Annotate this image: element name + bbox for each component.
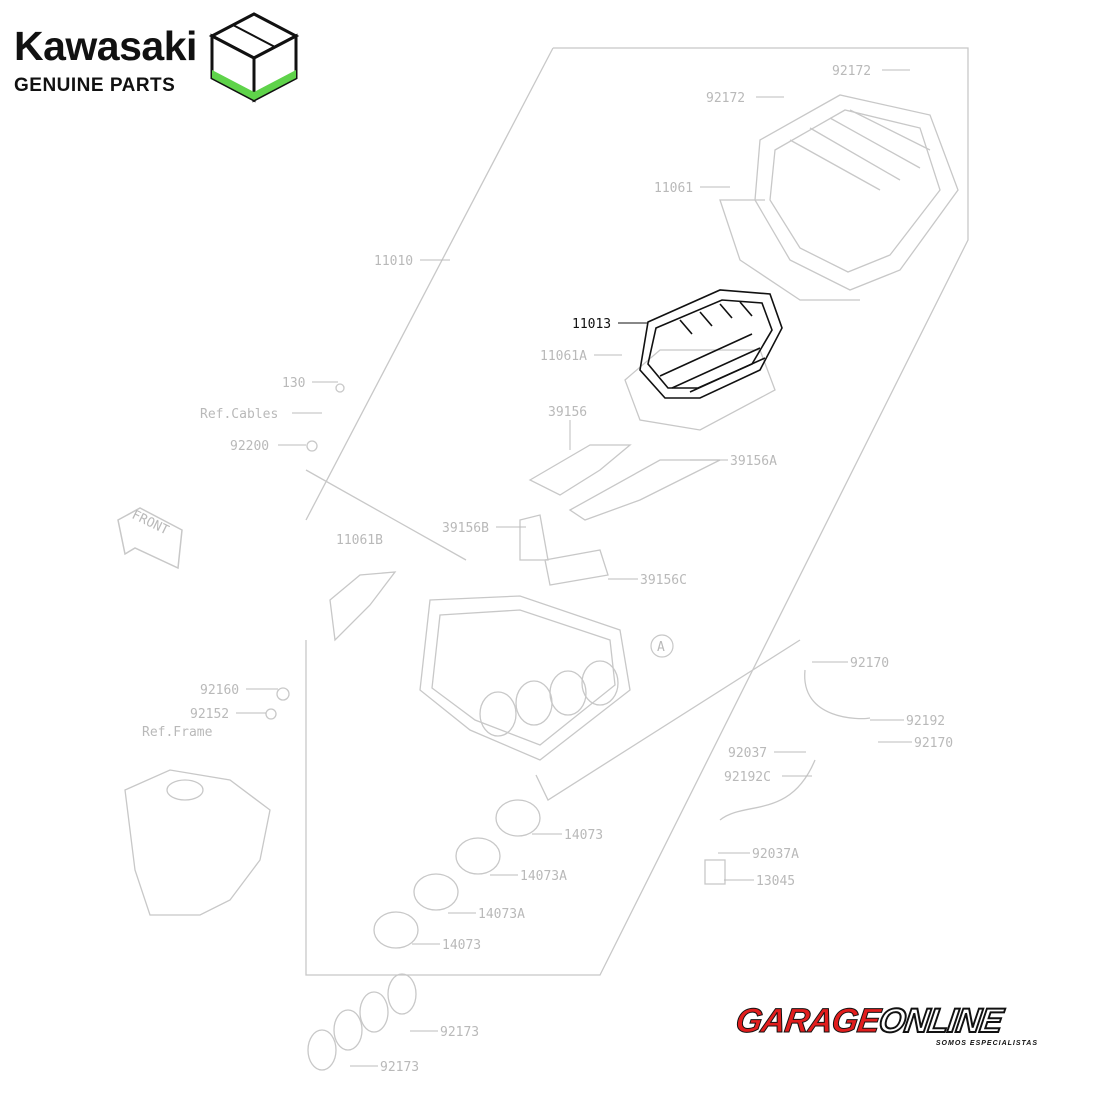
- label-92172: 92172: [706, 91, 745, 106]
- part-labels: 92172 92172 11061 11010 11013 11061A 130…: [142, 64, 953, 1075]
- assembly-outline-11010: [305, 47, 969, 976]
- label-39156: 39156: [548, 405, 587, 420]
- label-11061A: 11061A: [540, 349, 587, 364]
- label-39156C: 39156C: [640, 573, 687, 588]
- throttle-boots: [373, 799, 541, 949]
- label-92173: 92173: [440, 1025, 479, 1040]
- label-92160: 92160: [200, 683, 239, 698]
- front-arrow: FRONT: [117, 507, 183, 570]
- garageonline-watermark: GARAGEONLINE SOMOS ESPECIALISTAS: [733, 1001, 1055, 1047]
- reference-circle: A: [650, 634, 674, 658]
- label-39156B: 39156B: [442, 521, 489, 536]
- garageonline-logo: GARAGEONLINE: [733, 1001, 1055, 1041]
- label-14073-lower: 14073: [442, 938, 481, 953]
- label-11010: 11010: [374, 254, 413, 269]
- label-11061B: 11061B: [336, 533, 383, 548]
- label-92192C: 92192C: [724, 770, 771, 785]
- label-14073A: 14073A: [520, 869, 567, 884]
- label-92200: 92200: [230, 439, 269, 454]
- breather-hoses: [265, 383, 871, 885]
- top-cover-part: [719, 94, 959, 301]
- label-92173-lower: 92173: [380, 1060, 419, 1075]
- air-box-case: [329, 571, 631, 761]
- label-92037A: 92037A: [752, 847, 799, 862]
- label-14073A-lower: 14073A: [478, 907, 525, 922]
- reference-circle-label: A: [657, 640, 665, 655]
- duct-seal-parts: [519, 444, 721, 586]
- gasket-part: [624, 349, 776, 431]
- garageonline-logo-part2: ONLINE: [876, 1001, 1006, 1041]
- label-14073: 14073: [564, 828, 603, 843]
- garageonline-tagline: SOMOS ESPECIALISTAS: [935, 1040, 1038, 1047]
- frame-reference-part: [124, 769, 271, 916]
- label-39156A: 39156A: [730, 454, 777, 469]
- leader-lines: [236, 69, 912, 1067]
- label-13045: 13045: [756, 874, 795, 889]
- label-92170-top: 92170: [850, 656, 889, 671]
- label-11061: 11061: [654, 181, 693, 196]
- label-92152: 92152: [190, 707, 229, 722]
- label-130: 130: [282, 376, 305, 391]
- label-ref-frame: Ref.Frame: [142, 725, 213, 740]
- parts-box-icon: [208, 12, 300, 103]
- brand-name: Kawasaki: [14, 23, 197, 69]
- label-92192: 92192: [906, 714, 945, 729]
- hose-clamps: [307, 973, 417, 1071]
- kawasaki-logo: Kawasaki GENUINE PARTS: [14, 26, 197, 97]
- label-ref-cables: Ref.Cables: [200, 407, 278, 422]
- brand-subtitle: GENUINE PARTS: [14, 75, 176, 96]
- label-92172-top: 92172: [832, 64, 871, 79]
- label-92170: 92170: [914, 736, 953, 751]
- air-filter-element: [639, 289, 783, 399]
- label-92037: 92037: [728, 746, 767, 761]
- label-11013: 11013: [572, 317, 611, 332]
- garageonline-logo-part1: GARAGE: [733, 1002, 883, 1041]
